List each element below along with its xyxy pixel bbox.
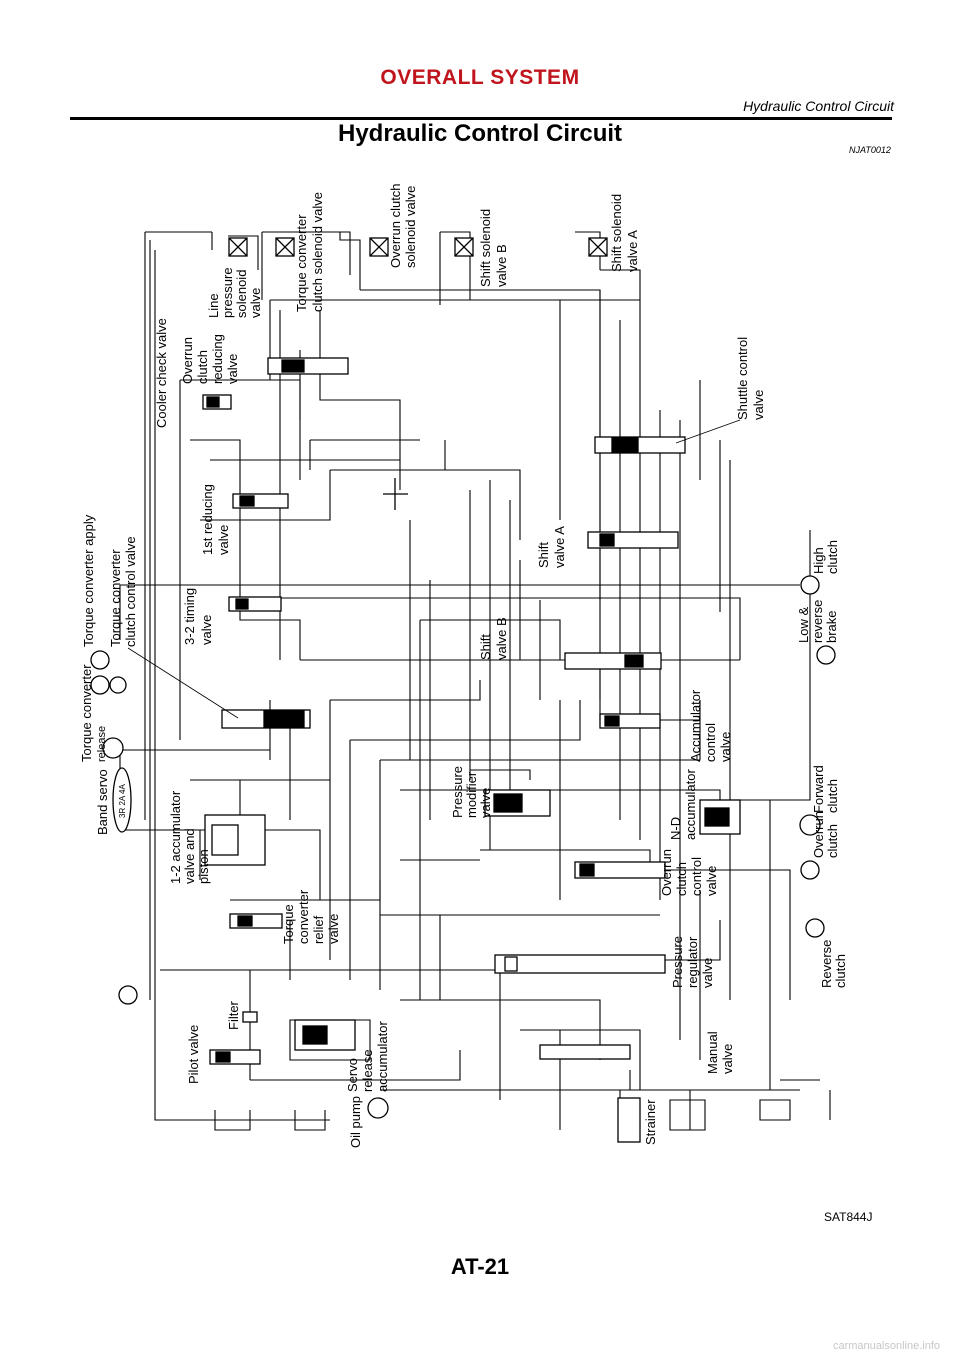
label-tc-apply: Torque converter apply: [81, 514, 96, 647]
label-servo-marks: 3R 2A 4A: [118, 784, 127, 818]
label-shift-b: Shiftvalve B: [478, 617, 509, 660]
label-low-reverse: Low &reversebrake: [796, 600, 839, 643]
line-pressure-solenoid-valve: [228, 237, 248, 257]
low-reverse-brake-port: [816, 645, 836, 665]
label-manual-valve: Manualvalve: [705, 1031, 735, 1074]
label-overrun-control: Overrunclutchcontrolvalve: [659, 849, 719, 896]
header-rule: [70, 117, 892, 120]
nd-accumulator: [699, 799, 741, 835]
servo-release-accumulator: [294, 1019, 356, 1051]
label-filter: Filter: [226, 1000, 241, 1030]
tc-release-port: [102, 737, 124, 759]
label-shift-sol-b: Shift solenoidvalve B: [478, 209, 509, 287]
reference-code: NJAT0012: [849, 145, 891, 155]
page-title: Hydraulic Control Circuit: [337, 120, 623, 147]
leader-lines: [127, 419, 741, 719]
manual-valve: [539, 1044, 631, 1060]
tcc-solenoid-valve: [275, 237, 295, 257]
label-pilot-valve: Pilot valve: [186, 1025, 201, 1084]
reverse-clutch-port: [805, 918, 825, 938]
section-title: OVERALL SYSTEM: [380, 66, 580, 89]
tcc-port: [90, 675, 110, 695]
forward-clutch-port: [799, 814, 821, 836]
page-number: AT-21: [450, 1254, 510, 1279]
t-fitting: [383, 478, 408, 510]
figure-code: SAT844J: [824, 1210, 873, 1224]
overrun-clutch-control-valve: [574, 861, 666, 879]
cooler-check-valve: [202, 394, 232, 410]
label-line-pressure: Linepressuresolenoidvalve: [206, 267, 263, 318]
shift-solenoid-valve-a: [588, 237, 608, 257]
label-forward-clutch: Forwardclutch: [811, 765, 840, 813]
shift-valve-a: [587, 531, 679, 549]
label-reverse-clutch: Reverseclutch: [819, 940, 848, 988]
first-reducing-valve: [232, 493, 289, 509]
pressure-modifier-valve: [484, 789, 551, 817]
filter: [242, 1011, 258, 1023]
label-accum-control: Accumulatorcontrolvalve: [688, 689, 733, 762]
timing-3-2-valve: [228, 596, 282, 612]
shift-valve-b: [564, 652, 662, 670]
label-accum-12: 1-2 accumulatorvalve andpiston: [168, 790, 211, 884]
label-tc-relief: Torqueconverterreliefvalve: [281, 889, 341, 944]
label-oil-pump: Oil pump: [348, 1096, 363, 1148]
label-nd-accum: N-Daccumulator: [668, 769, 698, 840]
label-first-reducing: 1st reducingvalve: [200, 484, 231, 555]
hydraulic-passages: [119, 231, 831, 1140]
clutch-ports: [90, 575, 836, 1119]
overrun-clutch-port: [800, 860, 820, 880]
pilot-valve: [209, 1049, 261, 1065]
header-subtitle: Hydraulic Control Circuit: [743, 98, 894, 114]
oil-pump-port: [367, 1097, 389, 1119]
tcc-port-2: [109, 676, 127, 694]
label-shift-sol-a: Shift solenoidvalve A: [609, 194, 640, 272]
label-shuttle-control: Shuttle controlvalve: [735, 337, 766, 420]
label-shift-a: Shiftvalve A: [536, 526, 567, 568]
label-pressure-modifier: Pressuremodifiervalve: [450, 766, 493, 818]
label-overrun-solenoid: Overrun clutchsolenoid valve: [388, 183, 418, 268]
label-overrun-clutch: Overrunclutch: [811, 811, 840, 858]
watermark: carmanualsonline.info: [832, 1340, 940, 1352]
tc-relief-valve: [229, 913, 283, 929]
shift-solenoid-valve-b: [454, 237, 474, 257]
label-high-clutch: Highclutch: [811, 540, 840, 574]
strainer: [617, 1097, 641, 1143]
band-servo-port: [112, 767, 132, 833]
component-labels: Linepressuresolenoidvalve Torque convert…: [79, 183, 848, 1148]
label-strainer: Strainer: [643, 1099, 658, 1145]
valve-bodies: [202, 237, 741, 1143]
label-cooler-check: Cooler check valve: [154, 318, 169, 428]
label-servo-release: Servoreleaseaccumulator: [345, 1021, 390, 1092]
overrun-clutch-solenoid-valve: [369, 237, 389, 257]
pressure-regulator-valve: [494, 954, 666, 974]
overrun-clutch-reducing-valve: [267, 357, 349, 375]
tc-apply-port: [90, 650, 110, 670]
label-overrun-reducing: Overrunclutchreducingvalve: [180, 334, 240, 384]
label-pressure-regulator: Pressureregulatorvalve: [670, 936, 715, 988]
shuttle-control-valve: [594, 436, 686, 454]
accumulator-1-2: [204, 814, 266, 866]
misc-port: [118, 985, 138, 1005]
accumulator-control-valve: [599, 713, 661, 729]
label-band-servo: Band servo: [95, 769, 110, 835]
label-tcc-solenoid: Torque converterclutch solenoid valve: [294, 192, 325, 312]
label-tcc-control: Torque converterclutch control valve: [108, 536, 138, 647]
high-clutch-port: [800, 575, 820, 595]
tcc-control-valve: [221, 709, 311, 729]
